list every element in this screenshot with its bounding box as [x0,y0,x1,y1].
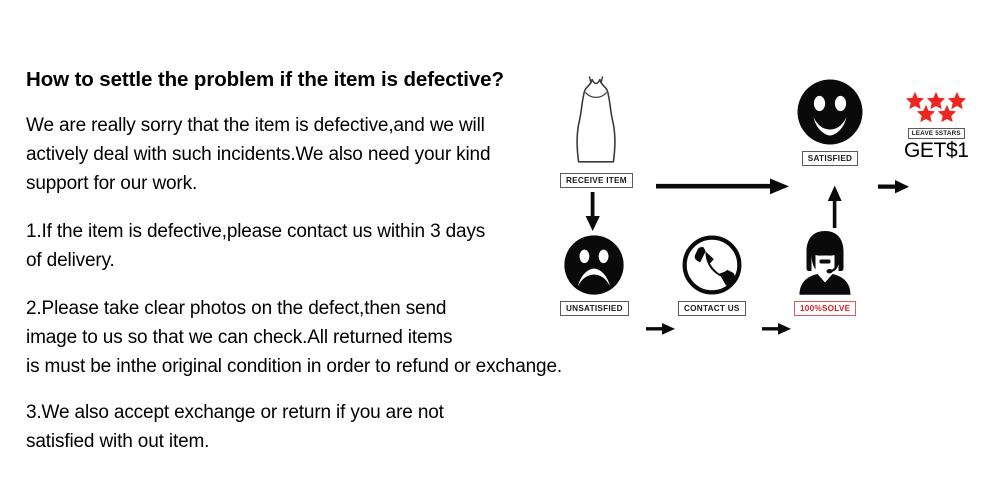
returns-flow-diagram: RECEIVE ITEM SATISFIED LEAVE [548,66,1000,346]
five-stars-icon [905,91,968,123]
flow-label-leave-five-stars: LEAVE 5STARS [907,128,965,140]
item2-line-1: 2.Please take clear photos on the defect… [26,297,447,319]
flow-node-leave-five-stars: LEAVE 5STARS GET$1 [904,91,969,161]
policy-item-2: 2.Please take clear photos on the defect… [26,294,666,381]
smiley-sad-icon [563,234,625,296]
intro-line-1: We are really sorry that the item is def… [26,114,485,136]
flow-arrow-unsatisfied-to-contact [646,321,676,342]
flow-label-satisfied: SATISFIED [801,151,859,166]
page-title: How to settle the problem if the item is… [26,68,504,91]
item2-line-3: is must be inthe original condition in o… [26,355,562,377]
phone-handset-icon [681,234,743,296]
policy-text-column: How to settle the problem if the item is… [26,68,666,475]
flow-node-receive-item: RECEIVE ITEM [560,76,633,188]
flow-arrow-contact-to-solve [762,321,792,342]
star-icon [937,104,956,123]
flow-label-contact-us: CONTACT US [678,301,746,316]
stars-row-bottom [905,104,968,123]
star-icon [916,104,935,123]
item3-line-2: satisfied with out item. [26,430,210,452]
star-icon [906,91,925,110]
item1-line-1: 1.If the item is defective,please contac… [26,220,486,242]
intro-paragraph: We are really sorry that the item is def… [26,111,666,198]
smiley-happy-icon [796,78,864,146]
flow-reward-amount: GET$1 [904,139,969,163]
flow-arrow-satisfied-to-stars [878,178,910,201]
item1-line-2: of delivery. [26,249,115,271]
item3-line-1: 3.We also accept exchange or return if y… [26,401,444,423]
flow-label-unsatisfied: UNSATISFIED [560,301,629,316]
intro-line-3: support for our work. [26,172,198,194]
flow-label-receive-item: RECEIVE ITEM [560,173,633,188]
flow-label-hundred-percent-solve: 100%SOLVE [794,301,857,316]
support-agent-icon [795,230,855,296]
flow-arrow-receive-to-satisfied [656,178,790,201]
flow-node-contact-us: CONTACT US [678,234,746,316]
flow-node-satisfied: SATISFIED [796,78,864,166]
stars-row-top [905,91,968,110]
flow-node-hundred-percent-solve: 100%SOLVE [794,230,857,316]
star-icon [948,91,967,110]
flow-arrow-solve-to-satisfied [826,184,844,233]
flow-arrow-receive-to-unsatisfied [584,192,602,237]
dress-icon [575,76,617,168]
policy-item-3: 3.We also accept exchange or return if y… [26,398,666,456]
policy-item-1: 1.If the item is defective,please contac… [26,217,666,275]
star-icon [927,91,946,110]
flow-node-unsatisfied: UNSATISFIED [560,234,629,316]
item2-line-2: image to us so that we can check.All ret… [26,326,453,348]
intro-line-2: actively deal with such incidents.We als… [26,143,491,165]
